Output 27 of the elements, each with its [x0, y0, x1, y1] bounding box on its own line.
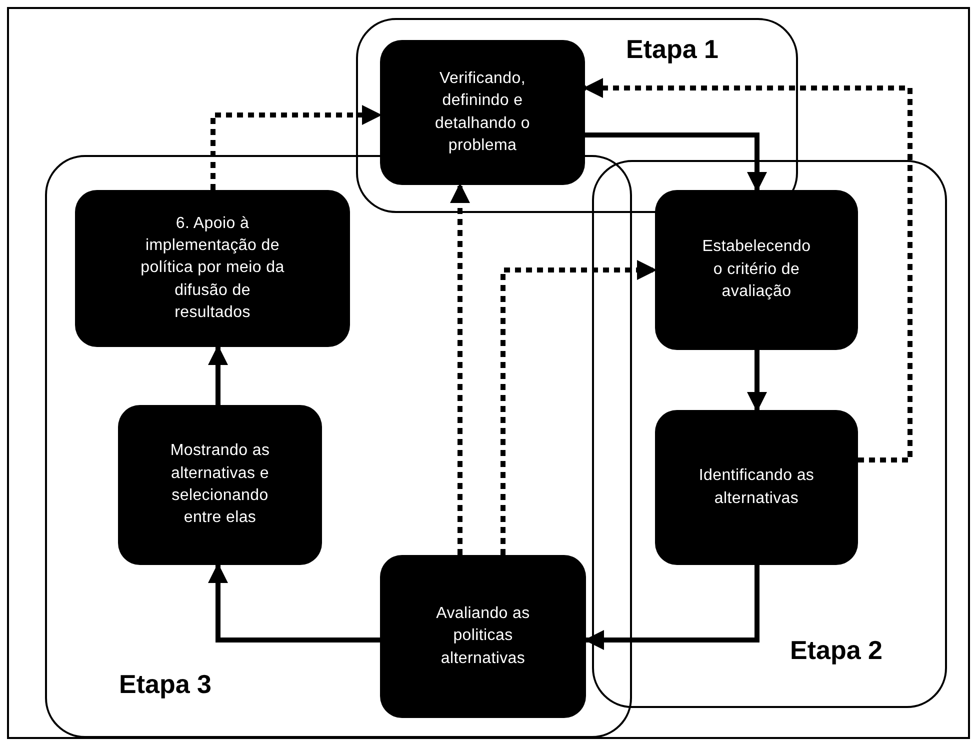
process-box [118, 405, 322, 565]
stage-label: Etapa 2 [790, 635, 882, 666]
arrow [208, 345, 228, 405]
process-box [380, 40, 585, 185]
arrow [210, 105, 382, 190]
box-text: Verificando, definindo e detalhando o problema [434, 68, 531, 156]
arrow [747, 350, 767, 412]
stage-outline [356, 18, 798, 213]
process-box [380, 555, 586, 718]
box-text: Mostrando as alternativas e selecionando entre elas [169, 441, 271, 528]
stage-outline [45, 155, 632, 738]
box-text: Estabelecendo o critério de avaliação [701, 237, 812, 302]
process-box [655, 190, 858, 350]
process-box [75, 190, 350, 347]
stage-label: Etapa 1 [626, 34, 718, 65]
box-text: 6. Apoio à implementação de política por meio da difusão de resultados [140, 214, 286, 324]
stage-outline [592, 160, 947, 708]
arrow [450, 183, 470, 555]
arrow [500, 260, 657, 555]
arrow [583, 78, 912, 462]
arrow [585, 132, 767, 192]
arrow [584, 565, 760, 650]
box-text: Identificando as alternativas [698, 466, 816, 508]
stage-label: Etapa 3 [119, 669, 212, 700]
box-text: Avaliando as politicas alternativas [435, 604, 531, 669]
arrow [208, 563, 380, 642]
process-box [655, 410, 858, 565]
